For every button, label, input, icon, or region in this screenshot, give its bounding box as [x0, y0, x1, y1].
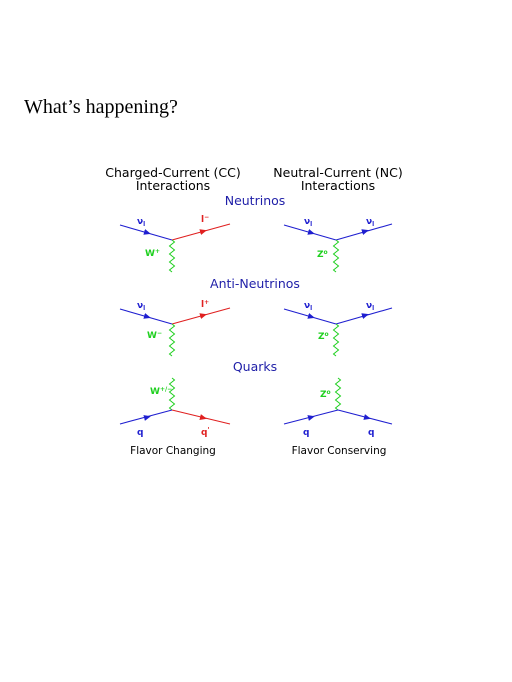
incoming-quark-line — [119, 409, 173, 425]
z-boson-line — [332, 323, 340, 357]
z-boson-line — [332, 239, 340, 273]
cc-antineutrino-diagram: νl l+ W− — [119, 299, 231, 357]
quark-in-label: q — [137, 428, 143, 438]
cc-neutrino-diagram: νl l− W+ — [119, 214, 231, 273]
w-boson-line — [168, 239, 176, 273]
antineutrino-label: νl — [137, 301, 145, 312]
antineutrino-out-label: νl — [366, 301, 374, 312]
outgoing-lepton-line — [171, 223, 231, 241]
lepton-label: l− — [201, 214, 209, 225]
w-boson-line — [168, 377, 176, 411]
cc-quark-diagram: W+/− q q' — [119, 377, 231, 438]
w-boson-line — [168, 323, 176, 357]
cc-heading-line2: Interactions — [136, 178, 210, 193]
w-boson-label: W+ — [145, 248, 160, 259]
z-boson-label: Zo — [317, 249, 328, 260]
outgoing-antineutrino-line — [335, 307, 393, 325]
outgoing-neutrino-line — [335, 223, 393, 241]
quark-in-label: q — [303, 428, 309, 438]
page-heading: What’s happening? — [24, 96, 178, 118]
z-boson-label: Zo — [318, 331, 329, 342]
neutrino-label: νl — [304, 217, 312, 228]
outgoing-quark-line — [337, 409, 393, 425]
quark-out-label: q' — [201, 426, 210, 438]
cc-heading-line1: Charged-Current (CC) — [105, 165, 240, 180]
z-boson-line — [334, 377, 342, 411]
caption-flavor-conserving: Flavor Conserving — [292, 445, 387, 457]
w-boson-label: W+/− — [150, 386, 172, 397]
nc-heading-line2: Interactions — [301, 178, 375, 193]
z-boson-label: Zo — [320, 389, 331, 400]
caption-flavor-changing: Flavor Changing — [130, 445, 216, 457]
section-quarks: Quarks — [233, 359, 277, 374]
nc-neutrino-diagram: νl νl Zo — [283, 217, 393, 273]
section-neutrinos: Neutrinos — [225, 193, 286, 208]
w-boson-label: W− — [147, 330, 162, 341]
incoming-antineutrino-line — [119, 308, 173, 325]
antineutrino-label: νl — [304, 301, 312, 312]
outgoing-lepton-line — [171, 307, 231, 325]
antilepton-label: l+ — [201, 299, 209, 310]
incoming-quark-line — [283, 409, 339, 425]
nc-quark-diagram: Zo q q — [283, 377, 393, 438]
neutrino-out-label: νl — [366, 217, 374, 228]
section-anti-neutrinos: Anti-Neutrinos — [210, 276, 300, 291]
quark-out-label: q — [368, 428, 374, 438]
outgoing-quark-line — [171, 409, 231, 425]
incoming-neutrino-line — [119, 224, 173, 241]
nc-heading-line1: Neutral-Current (NC) — [273, 165, 402, 180]
neutrino-label: νl — [137, 217, 145, 228]
nc-antineutrino-diagram: νl νl Zo — [283, 301, 393, 357]
